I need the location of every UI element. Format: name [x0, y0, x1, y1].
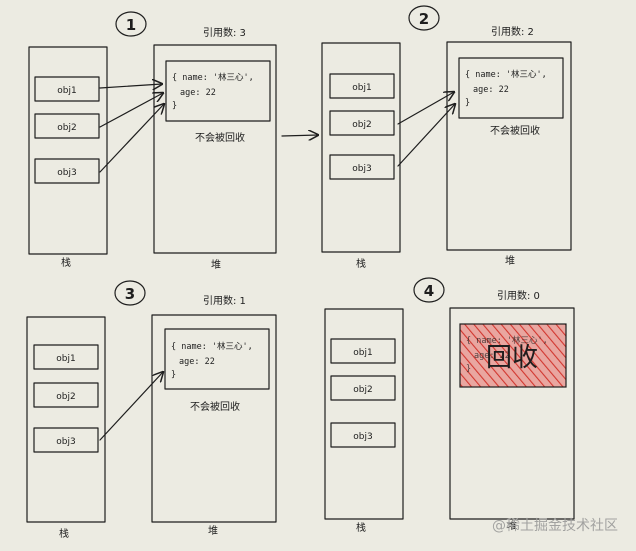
heap-box	[153, 44, 277, 254]
stack-item-obj1	[329, 73, 395, 99]
stack-box	[28, 46, 108, 255]
stack-label: 栈	[356, 521, 366, 534]
stack-item-obj3	[330, 422, 396, 448]
reference-arrow	[99, 93, 163, 128]
heap-label: 堆	[507, 520, 517, 532]
heap-object-line3: }	[171, 370, 176, 380]
reference-arrow	[397, 92, 454, 125]
stack-item-label: obj2	[352, 120, 371, 130]
heap-object-line2: age: 22	[179, 357, 215, 367]
heap-object-line1: { name: '林三心',	[466, 335, 548, 346]
reference-arrow	[397, 104, 455, 167]
heap-box	[449, 307, 575, 520]
step-badge: 1	[115, 11, 147, 37]
stack-item-obj3	[34, 158, 100, 184]
stack-item-label: obj2	[56, 392, 75, 402]
step-circle	[413, 277, 445, 303]
step-number: 2	[419, 10, 429, 28]
stack-item-obj2	[329, 110, 395, 136]
step-circle	[115, 11, 147, 37]
step-number: 4	[424, 282, 434, 300]
stack-item-label: obj3	[56, 437, 75, 447]
recycled-heap-object	[459, 323, 567, 388]
stack-item-obj1	[330, 338, 396, 364]
heap-object-line1: { name: '林三心',	[465, 69, 547, 80]
stack-item-label: obj3	[352, 164, 371, 174]
step-circle	[408, 5, 440, 31]
heap-label: 堆	[208, 525, 218, 537]
step-number: 1	[126, 16, 136, 34]
panel-3: 3 引用数: 1 obj1 obj2 obj3 栈 { name: '林三心',…	[26, 280, 277, 540]
heap-object-line3: }	[465, 98, 470, 108]
heap-object	[165, 60, 271, 122]
reference-arrow	[99, 372, 163, 441]
stack-item-label: obj2	[57, 123, 76, 133]
panel-1: 1 引用数: 3 obj1 obj2 obj3 栈 { name: '林三心',…	[28, 11, 277, 271]
transition-arrow	[281, 135, 318, 136]
reference-arrow	[99, 84, 162, 88]
heap-box	[151, 314, 277, 523]
step-badge: 4	[413, 277, 445, 303]
stack-item-obj1	[33, 344, 99, 370]
ref-count-label: 引用数: 1	[203, 294, 246, 307]
heap-object	[164, 328, 270, 390]
panel-2: 2 引用数: 2 obj1 obj2 obj3 栈 { name: '林三心',…	[321, 5, 572, 270]
heap-object-line2: age: 22	[180, 88, 216, 98]
stack-item-obj3	[329, 154, 395, 180]
stack-box	[321, 42, 401, 253]
stack-item-label: obj1	[57, 86, 76, 96]
heap-note: 不会被回收	[195, 131, 245, 144]
stack-item-label: obj3	[353, 432, 372, 442]
heap-object-line2: age: 22	[474, 351, 510, 361]
stack-label: 栈	[59, 527, 69, 540]
step-badge: 2	[408, 5, 440, 31]
recycled-label: 回收	[486, 343, 538, 373]
heap-object	[458, 57, 564, 119]
heap-note: 不会被回收	[190, 400, 240, 413]
stack-item-label: obj2	[353, 385, 372, 395]
ref-count-label: 引用数: 0	[497, 289, 540, 302]
watermark: @稀土掘金技术社区	[492, 518, 618, 534]
heap-object-line3: }	[466, 364, 471, 374]
heap-object-line1: { name: '林三心',	[171, 341, 253, 352]
reference-arrow	[99, 104, 164, 173]
panel-4: 4 引用数: 0 obj1 obj2 obj3 栈 { name: '林三心',…	[324, 277, 575, 534]
heap-object-line3: }	[172, 101, 177, 111]
stack-item-obj2	[34, 113, 100, 139]
stack-item-obj1	[34, 76, 100, 102]
stack-item-obj2	[330, 375, 396, 401]
stack-item-obj2	[33, 382, 99, 408]
heap-object-line2: age: 22	[473, 85, 509, 95]
stack-box	[324, 308, 404, 520]
step-badge: 3	[114, 280, 146, 306]
stack-item-label: obj1	[353, 348, 372, 358]
step-circle	[114, 280, 146, 306]
stack-label: 栈	[61, 256, 71, 269]
stack-item-obj3	[33, 427, 99, 453]
stack-label: 栈	[356, 257, 366, 270]
stack-box	[26, 316, 106, 523]
stack-item-label: obj3	[57, 168, 76, 178]
heap-object-line1: { name: '林三心',	[172, 72, 254, 83]
ref-count-label: 引用数: 3	[203, 26, 246, 39]
stack-item-label: obj1	[352, 83, 371, 93]
heap-note: 不会被回收	[490, 124, 540, 137]
step-number: 3	[125, 285, 135, 303]
heap-box	[446, 41, 572, 251]
heap-label: 堆	[211, 259, 221, 271]
ref-count-label: 引用数: 2	[491, 25, 534, 38]
heap-label: 堆	[505, 255, 515, 267]
stack-item-label: obj1	[56, 354, 75, 364]
